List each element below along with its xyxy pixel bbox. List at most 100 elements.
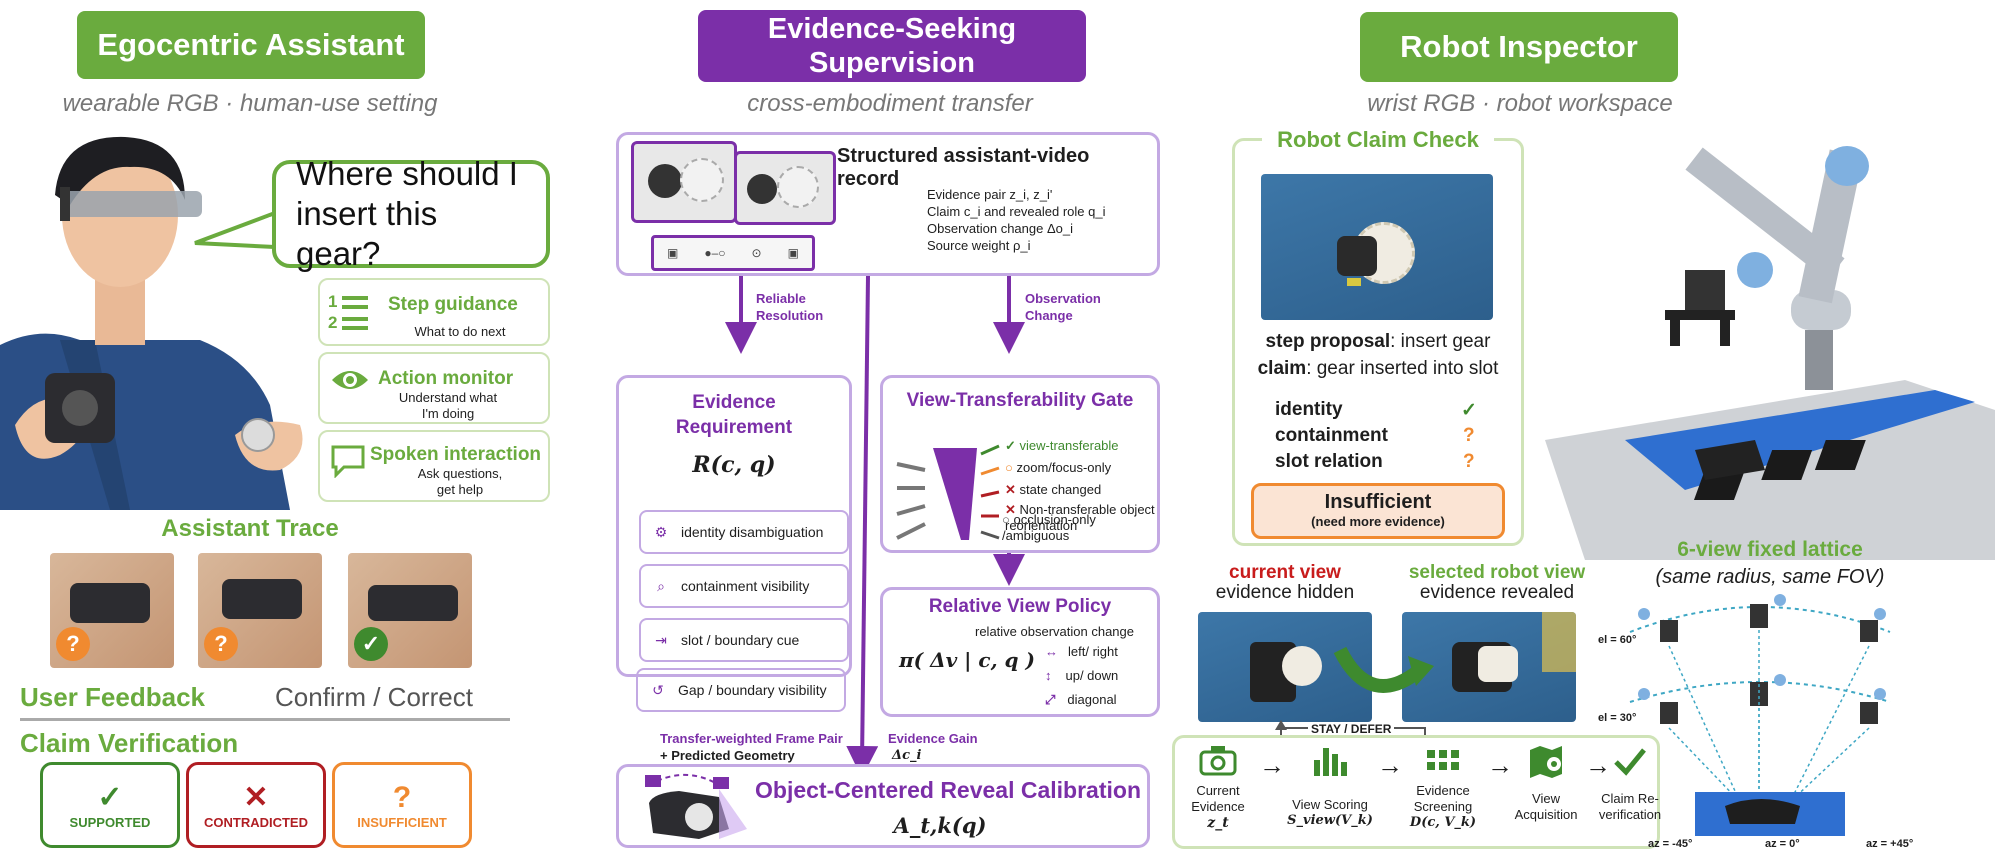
lattice-title: 6-view fixed lattice: [1677, 538, 1863, 561]
verdict-label: INSUFFICIENT: [357, 814, 447, 830]
record-title: Structured assistant-video record: [837, 145, 1090, 190]
need-more-evidence-label: (need more evidence): [1311, 514, 1445, 529]
camera-icon: [1199, 746, 1237, 776]
trace-frame-2: ?: [198, 553, 322, 668]
verdict-supported: ✓ SUPPORTED: [40, 762, 180, 848]
record-line: Claim c_i and revealed role q_i: [927, 204, 1106, 219]
robot-claim-check-box: Robot Claim Check step proposal: insert …: [1232, 129, 1524, 546]
insufficient-badge: Insufficient (need more evidence): [1251, 483, 1505, 539]
card-action-monitor: Action monitor Understand what I'm doing: [318, 352, 550, 424]
gearbox-sketch-icon: [645, 773, 747, 839]
view-transferability-gate-box: View-Transferability Gate ✓ view-transfe…: [880, 375, 1160, 553]
svg-text:1: 1: [328, 292, 337, 311]
question-bubble: Where should I insert this gear?: [272, 155, 550, 272]
policy-subtitle: relative observation change: [975, 624, 1134, 639]
egocentric-subtitle: wearable RGB · human-use setting: [62, 90, 438, 117]
record-line: Observation change Δo_i: [927, 221, 1073, 236]
card-title: Step guidance: [388, 294, 518, 315]
claim-line: claim: gear inserted into slot: [1257, 358, 1499, 379]
calibration-formula: A_t,k(q): [893, 813, 987, 838]
robot-subtitle: wrist RGB · robot workspace: [1367, 90, 1673, 117]
gate-item: ○ occlusion-only /ambiguous: [1002, 512, 1096, 543]
card-title: Action monitor: [378, 368, 514, 389]
req-item-slot: ⇥slot / boundary cue: [639, 618, 849, 662]
question-text: Where should I insert this gear?: [296, 155, 518, 272]
lattice-az-label: az = -45°: [1648, 838, 1693, 850]
lattice-el-label: el = 60°: [1598, 634, 1637, 646]
policy-item: ↔left/ right: [1045, 644, 1118, 659]
policy-title: Relative View Policy: [928, 596, 1112, 617]
speech-bubble-tail: [194, 210, 277, 250]
evidence-requirement-box: Evidence Requirement R(c, q) ⚙identity d…: [616, 375, 852, 677]
gate-item: ○ zoom/focus-only: [1005, 460, 1112, 475]
reveal-calibration-box: Object-Centered Reveal Calibration A_t,k…: [616, 764, 1150, 848]
bar-chart-icon: [1314, 748, 1347, 776]
pipeline-arrow: →: [1259, 750, 1285, 780]
check-row-slot-relation: slot relation?: [1275, 451, 1475, 472]
egocentric-assistant-header: Egocentric Assistant: [77, 11, 425, 79]
funnel-icon: [896, 444, 1000, 540]
confirm-correct-label: Confirm / Correct: [275, 682, 473, 712]
lens-icon: ⌕: [657, 577, 665, 594]
check-badge: ✓: [354, 627, 388, 661]
pipeline-step-claim-reverification: Claim Re-verification: [1595, 742, 1665, 823]
check-row-containment: containment?: [1275, 425, 1475, 446]
pipeline-arrow: →: [1487, 750, 1513, 780]
lattice-az-label: az = 0°: [1765, 838, 1800, 850]
req-item-gap: ↺Gap / boundary visibility: [636, 668, 846, 712]
pipeline-step-view-scoring: View Scoring S_view(V_k): [1285, 742, 1375, 828]
gate-item: ✓ view-transferable: [1005, 438, 1119, 453]
structured-record-box: ▣●–○⊙▣ Structured assistant-video record…: [616, 132, 1160, 276]
check-icon: [1614, 748, 1646, 776]
robot-inspector-header: Robot Inspector: [1360, 12, 1678, 82]
observation-change-label: Observation Change: [1025, 291, 1101, 323]
card-spoken-interaction: Spoken interaction Ask questions, get he…: [318, 430, 550, 502]
pipeline-arrow: →: [1377, 750, 1403, 780]
gate-item: ✕ state changed: [1005, 482, 1102, 497]
verdict-insufficient: ? INSUFFICIENT: [332, 762, 472, 848]
gear-icon: ⚙: [654, 523, 668, 540]
req-item-containment: ⌕containment visibility: [639, 564, 849, 608]
gate-title: View-Transferability Gate: [906, 390, 1134, 411]
lattice-az-label: az = +45°: [1866, 838, 1914, 850]
gearbox-image-1: [631, 141, 737, 223]
requirement-formula: R(c, q): [692, 452, 776, 478]
card-desc: Understand what I'm doing: [398, 390, 498, 421]
question-mark-badge: ?: [204, 627, 238, 661]
middle-subtitle: cross-embodiment transfer: [747, 90, 1033, 117]
lattice-el-label: el = 30°: [1598, 712, 1637, 724]
middle-connectors: [725, 275, 1025, 770]
dots-grid-icon: [1427, 750, 1459, 770]
reliable-resolution-label: Reliable Resolution: [756, 291, 824, 323]
trace-frame-3: ✓: [348, 553, 472, 668]
person-illustration: [0, 136, 303, 510]
relative-view-policy-box: Relative View Policy relative observatio…: [880, 587, 1160, 717]
divider-line: [20, 718, 510, 721]
policy-formula: π( Δv | c, q ): [899, 648, 1035, 672]
policy-item: ⤢diagonal: [1045, 692, 1117, 707]
cross-icon: ✕: [243, 780, 269, 814]
claim-verification-label: Claim Verification: [20, 728, 239, 758]
claim-check-title-overlay: Robot Claim Check: [1262, 127, 1494, 153]
view-transition-arrow: [1333, 646, 1434, 693]
card-desc: What to do next: [414, 324, 506, 339]
question-mark-badge: ?: [56, 627, 90, 661]
verdict-label: CONTRADICTED: [204, 814, 308, 830]
predicted-geometry-label: + Predicted Geometry: [660, 748, 795, 763]
evidence-revealed-label: evidence revealed: [1419, 582, 1575, 603]
evidence-gain-symbol: Δc_i: [892, 748, 922, 763]
history-icon: ↺: [652, 681, 664, 698]
list-icon: 12: [328, 292, 368, 332]
selected-view-label: selected robot view: [1408, 562, 1586, 583]
trace-frame-1: ?: [50, 553, 174, 668]
gearbox-image-2: [734, 151, 836, 225]
check-row-identity: identity✓: [1275, 399, 1477, 421]
card-title: Spoken interaction: [370, 444, 542, 465]
policy-item: ↕up/ down: [1045, 668, 1119, 683]
map-pin-icon: [1530, 746, 1562, 778]
lattice-diagram: [1629, 594, 1891, 836]
calibration-title: Object-Centered Reveal Calibration: [755, 777, 1141, 803]
gear-closeup-photo: [1261, 174, 1493, 320]
enter-icon: ⇥: [655, 631, 667, 648]
